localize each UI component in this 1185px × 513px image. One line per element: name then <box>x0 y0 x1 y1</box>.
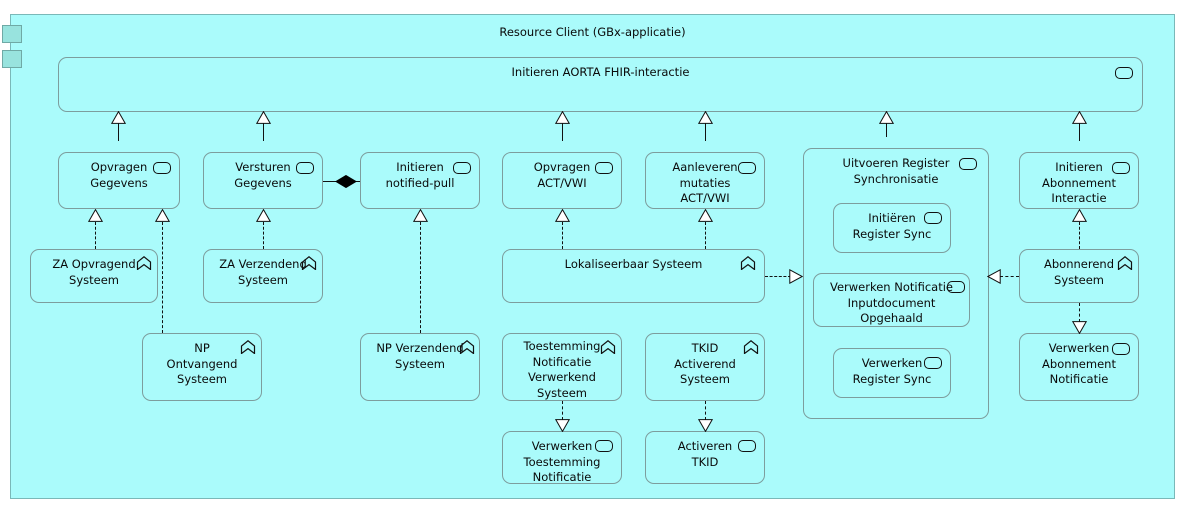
application-service-icon <box>1112 162 1130 174</box>
service-verwerken-register-sync[interactable]: Verwerken Register Sync <box>833 348 951 398</box>
service-verwerken-notificatie-inputdocument-opgehaald[interactable]: Verwerken Notificatie Inputdocument Opge… <box>813 273 970 327</box>
page-title: Resource Client (GBx-applicatie) <box>499 25 686 39</box>
arrowhead-up <box>1072 209 1087 222</box>
arrowhead-up <box>555 209 570 222</box>
arrowhead-down <box>555 419 570 432</box>
arrowhead-down <box>698 419 713 432</box>
application-service-icon <box>1115 67 1133 79</box>
connector-line-dashed <box>562 401 563 420</box>
service-verwerken-toestemming-notificatie[interactable]: Verwerken Toestemming Notificatie <box>502 431 622 484</box>
application-role-icon <box>136 256 152 270</box>
service-opvragen-gegevens[interactable]: Opvragen Gegevens <box>58 152 180 209</box>
connector-line <box>263 112 264 141</box>
application-role-icon <box>1117 256 1133 270</box>
composition-diamond <box>335 175 357 188</box>
arrowhead-left <box>987 269 1001 284</box>
connector-line-dashed <box>1079 303 1080 322</box>
connector-line-dashed <box>95 222 96 249</box>
application-service-icon <box>738 162 756 174</box>
connector-line-dashed <box>765 276 791 277</box>
application-service-icon <box>959 158 977 170</box>
application-service-icon <box>153 162 171 174</box>
arrowhead-up <box>88 209 103 222</box>
role-lokaliseerbaar-systeem[interactable]: Lokaliseerbaar Systeem <box>502 249 765 303</box>
application-service-icon <box>595 440 613 452</box>
connector-line-dashed <box>162 222 163 333</box>
arrowhead-up <box>1072 111 1087 124</box>
connector-line-dashed <box>562 222 563 249</box>
connector-line-dashed <box>705 401 706 420</box>
role-toestemming-notificatie-verwerkend-systeem[interactable]: Toestemming Notificatie Verwerkend Syste… <box>502 333 622 401</box>
arrowhead-down <box>1072 321 1087 334</box>
arrowhead-up <box>698 111 713 124</box>
application-role-icon <box>740 256 756 270</box>
application-service-icon <box>595 162 613 174</box>
application-service-icon <box>453 162 471 174</box>
service-initieren-aorta-fhir-interactie[interactable]: Initieren AORTA FHIR-interactie <box>58 57 1143 112</box>
role-za-opvragend-systeem[interactable]: ZA Opvragend Systeem <box>30 249 158 303</box>
application-service-icon <box>947 281 965 293</box>
arrowhead-up <box>413 209 428 222</box>
application-role-icon <box>459 340 475 354</box>
service-verwerken-abonnement-notificatie[interactable]: Verwerken Abonnement Notificatie <box>1019 333 1139 401</box>
application-role-icon <box>301 256 317 270</box>
service-initieren-register-sync[interactable]: Initiëren Register Sync <box>833 203 951 253</box>
connector-line-dashed <box>420 222 421 333</box>
service-activeren-tkid[interactable]: Activeren TKID <box>645 431 765 484</box>
application-service-icon <box>296 162 314 174</box>
role-abonnerend-systeem[interactable]: Abonnerend Systeem <box>1019 249 1139 303</box>
application-service-icon <box>924 212 942 224</box>
service-initieren-notified-pull[interactable]: Initieren notified-pull <box>360 152 480 209</box>
connector-line <box>886 112 887 137</box>
application-service-icon <box>924 357 942 369</box>
component-icon-bottom <box>2 50 22 68</box>
role-za-verzendend-systeem[interactable]: ZA Verzendend Systeem <box>203 249 323 303</box>
connector-line-dashed <box>705 222 706 249</box>
arrowhead-right <box>789 269 803 284</box>
arrowhead-up <box>698 209 713 222</box>
application-role-icon <box>240 340 256 354</box>
arrowhead-up <box>879 111 894 124</box>
service-opvragen-act-vwi[interactable]: Opvragen ACT/VWI <box>502 152 622 209</box>
service-initieren-abonnement-interactie[interactable]: Initieren Abonnement Interactie <box>1019 152 1139 209</box>
connector-line <box>705 112 706 141</box>
application-service-icon <box>1112 343 1130 355</box>
role-np-verzendend-systeem[interactable]: NP Verzendend Systeem <box>360 333 480 401</box>
service-versturen-gegevens[interactable]: Versturen Gegevens <box>203 152 323 209</box>
arrowhead-up <box>111 111 126 124</box>
role-np-ontvangend-systeem[interactable]: NP Ontvangend Systeem <box>142 333 262 401</box>
application-role-icon <box>600 340 616 354</box>
arrowhead-up <box>555 111 570 124</box>
connector-line <box>1079 112 1080 141</box>
application-role-icon <box>743 340 759 354</box>
arrowhead-up <box>256 111 271 124</box>
connector-line-dashed <box>1079 222 1080 249</box>
connector-line <box>562 112 563 141</box>
application-service-icon <box>738 440 756 452</box>
connector-line-dashed <box>263 222 264 249</box>
service-aanleveren-mutaties-act-vwi[interactable]: Aanleveren mutaties ACT/VWI <box>645 152 765 209</box>
connector-line <box>118 112 119 141</box>
connector-line-dashed <box>1000 276 1019 277</box>
arrowhead-up <box>155 209 170 222</box>
arrowhead-up <box>256 209 271 222</box>
component-icon-top <box>2 25 22 43</box>
role-tkid-activerend-systeem[interactable]: TKID Activerend Systeem <box>645 333 765 401</box>
